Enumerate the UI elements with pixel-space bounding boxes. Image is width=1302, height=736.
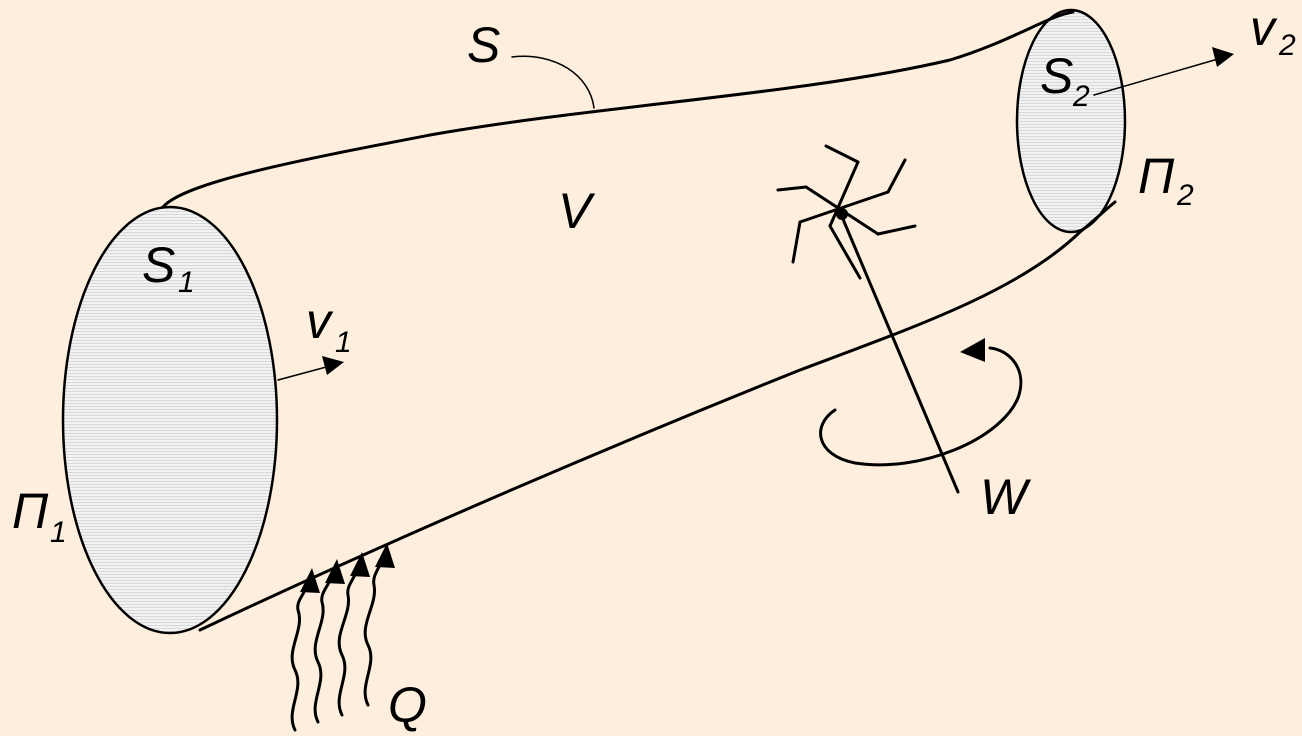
inlet-section-ellipse [61,205,279,635]
pipe-bottom-surface [198,200,1117,632]
outlet-velocity-subscript: 2 [1278,29,1296,62]
inlet-velocity-label: v [306,293,334,349]
turbine-impeller [776,144,960,494]
inlet-pressure-subscript: 1 [50,516,67,549]
inlet-pressure-label: П [12,483,49,539]
heat-flow-arrows [290,543,395,732]
outlet-pressure-label: П [1138,148,1175,204]
inlet-velocity-arrowhead [322,356,344,375]
inlet-velocity-arrow [277,365,331,381]
outlet-area-label: S [1040,48,1073,104]
outlet-section-ellipse [1015,8,1127,234]
pipe-top-surface [161,10,1075,209]
outlet-pressure-subscript: 2 [1176,179,1194,212]
outlet-area-subscript: 2 [1072,80,1090,113]
work-label: W [980,469,1032,525]
surface-leader-line [511,55,595,109]
outlet-velocity-arrow [1093,58,1219,96]
rotation-arrow [819,346,1023,467]
surface-label: S [467,17,500,73]
inlet-area-subscript: 1 [178,266,195,299]
heat-label: Q [388,677,427,733]
outlet-velocity-label: v [1250,0,1278,56]
inlet-velocity-subscript: 1 [335,326,352,359]
rotation-arrowhead [960,338,985,362]
volume-label: V [558,183,596,239]
inlet-area-label: S [142,237,175,293]
outlet-velocity-arrowhead [1212,47,1234,67]
